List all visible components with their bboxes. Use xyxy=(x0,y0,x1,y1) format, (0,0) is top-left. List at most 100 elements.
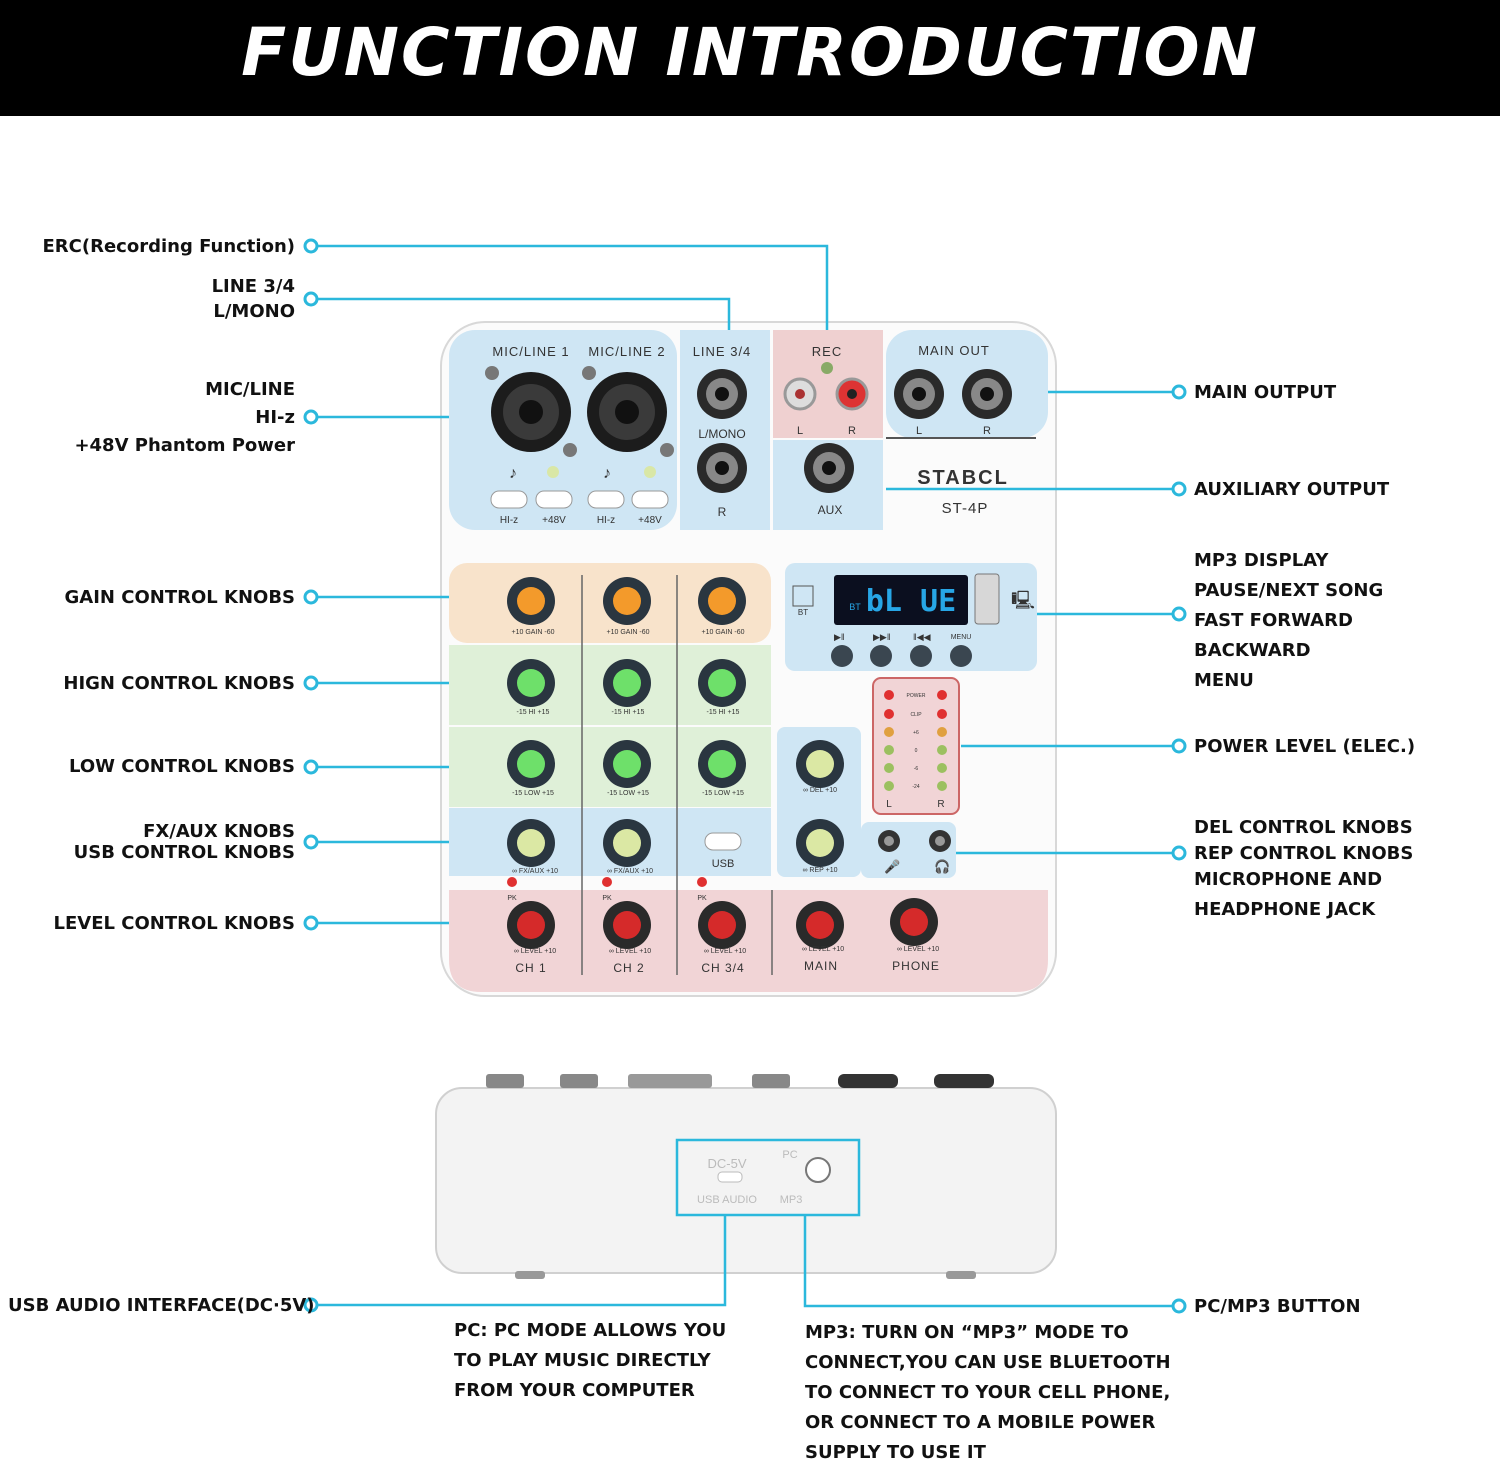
display-bt: BT xyxy=(849,602,861,612)
headphone-icon: 🎧 xyxy=(934,859,950,874)
label-low-ch2: -15 LOW +15 xyxy=(607,790,649,797)
pc-mp3-switch[interactable] xyxy=(805,1157,831,1183)
menu-button[interactable] xyxy=(950,645,972,667)
label-mic-line-1: MIC/LINE 1 xyxy=(492,344,569,359)
low-knob-ch34[interactable] xyxy=(698,740,746,788)
next-icon: ▶▶‖ xyxy=(873,632,891,642)
level-knob-main[interactable] xyxy=(796,901,844,949)
callout-main-output: MAIN OUTPUT xyxy=(1194,382,1337,403)
label-level-main: ∞ LEVEL +10 xyxy=(802,946,844,953)
callout-micline-1: MIC/LINE xyxy=(205,379,295,400)
callout-del-4: HEADPHONE JACK xyxy=(1194,899,1376,920)
note-pc-1: PC: PC MODE ALLOWS YOU xyxy=(454,1320,727,1341)
gain-knob-ch2[interactable] xyxy=(603,577,651,625)
hi-knob-ch2[interactable] xyxy=(603,659,651,707)
callout-del-1: DEL CONTROL KNOBS xyxy=(1194,817,1413,838)
phantom-button-2[interactable] xyxy=(631,490,669,509)
main-out-right-jack[interactable] xyxy=(962,369,1012,419)
guitar-icon: ♪ xyxy=(509,465,517,482)
label-pc: PC xyxy=(782,1149,797,1161)
label-pk-ch34: PK xyxy=(697,895,707,902)
fxaux-knob-ch2[interactable] xyxy=(603,819,651,867)
level-knob-ch34[interactable] xyxy=(698,901,746,949)
guitar-icon: ♪ xyxy=(603,465,611,482)
rec-rca-left[interactable] xyxy=(783,377,817,411)
line4-jack[interactable] xyxy=(697,443,747,493)
mixer-back xyxy=(435,1087,1057,1274)
fxaux-knob-ch1[interactable] xyxy=(507,819,555,867)
gain-knob-ch34[interactable] xyxy=(698,577,746,625)
brand-logo: STABCL xyxy=(917,467,1009,489)
note-pc-3: FROM YOUR COMPUTER xyxy=(454,1380,695,1401)
hiz-button-1[interactable] xyxy=(490,490,528,509)
hi-knob-ch1[interactable] xyxy=(507,659,555,707)
low-knob-ch1[interactable] xyxy=(507,740,555,788)
computer-icon: 🖳 xyxy=(1011,589,1035,610)
display-text: bL UE xyxy=(866,584,956,619)
page-title: FUNCTION INTRODUCTION xyxy=(241,14,1259,91)
label-line-r: R xyxy=(718,505,727,519)
rep-knob[interactable] xyxy=(796,819,844,867)
hi-knob-ch34[interactable] xyxy=(698,659,746,707)
callout-erc: ERC(Recording Function) xyxy=(42,236,295,257)
callout-micline: MIC/LINE HI-z +48V Phantom Power xyxy=(74,376,295,460)
next-button[interactable] xyxy=(870,645,892,667)
phantom-button-1[interactable] xyxy=(535,490,573,509)
bluetooth-icon xyxy=(792,585,814,607)
usb-button[interactable] xyxy=(704,832,742,851)
label-phone: PHONE xyxy=(892,959,940,973)
peak-led-ch2 xyxy=(602,877,612,887)
label-gain-ch2: +10 GAIN -60 xyxy=(607,629,650,636)
usb-port[interactable] xyxy=(974,573,1000,625)
xlr-combo-jack-2[interactable] xyxy=(587,372,667,452)
meter-plus6: +6 xyxy=(913,730,919,736)
meter-l: L xyxy=(886,799,892,810)
del-knob[interactable] xyxy=(796,740,844,788)
level-knob-ch1[interactable] xyxy=(507,901,555,949)
callout-line34-1: LINE 3/4 xyxy=(211,276,295,297)
meter-minus24: -24 xyxy=(912,784,919,790)
play-pause-button[interactable] xyxy=(831,645,853,667)
label-gain-ch1: +10 GAIN -60 xyxy=(512,629,555,636)
model-number: ST-4P xyxy=(942,500,989,517)
callout-pcmp3: PC/MP3 BUTTON xyxy=(1194,1296,1361,1317)
back-highlight xyxy=(675,1138,861,1217)
note-mp3-5: SUPPLY TO USE IT xyxy=(805,1442,986,1463)
label-aux: AUX xyxy=(818,503,843,517)
mic-jack[interactable] xyxy=(878,830,900,852)
label-main-r: R xyxy=(983,425,991,437)
xlr-combo-jack-1[interactable] xyxy=(491,372,571,452)
callout-mp3-2: PAUSE/NEXT SONG xyxy=(1194,580,1384,601)
label-rep: ∞ REP +10 xyxy=(802,867,837,874)
line3-jack[interactable] xyxy=(697,369,747,419)
level-knob-phone[interactable] xyxy=(890,898,938,946)
callout-line34-2: L/MONO xyxy=(213,301,295,322)
rec-rca-right[interactable] xyxy=(835,377,869,411)
label-hi-ch2: -15 HI +15 xyxy=(612,709,645,716)
label-mp3: MP3 xyxy=(780,1194,803,1206)
previous-button[interactable] xyxy=(910,645,932,667)
headphone-jack[interactable] xyxy=(929,830,951,852)
note-pc-2: TO PLAY MUSIC DIRECTLY xyxy=(454,1350,711,1371)
callout-aux-output: AUXILIARY OUTPUT xyxy=(1194,479,1390,500)
aux-jack[interactable] xyxy=(804,443,854,493)
label-ch34: CH 3/4 xyxy=(701,961,744,975)
callout-del-2: REP CONTROL KNOBS xyxy=(1194,843,1414,864)
callout-gain: GAIN CONTROL KNOBS xyxy=(64,587,295,608)
gain-knob-ch1[interactable] xyxy=(507,577,555,625)
label-rec-l: L xyxy=(797,425,803,437)
level-knob-ch2[interactable] xyxy=(603,901,651,949)
main-out-left-jack[interactable] xyxy=(894,369,944,419)
low-knob-ch2[interactable] xyxy=(603,740,651,788)
callout-dots xyxy=(303,238,1187,1314)
usb-c-port[interactable] xyxy=(717,1171,743,1183)
note-mp3: MP3: TURN ON “MP3” MODE TO CONNECT,YOU C… xyxy=(805,1318,1171,1468)
note-mp3-4: OR CONNECT TO A MOBILE POWER xyxy=(805,1412,1156,1433)
callout-del-3: MICROPHONE AND xyxy=(1194,869,1383,890)
label-hi-ch1: -15 HI +15 xyxy=(517,709,550,716)
callout-usb-audio: USB AUDIO INTERFACE(DC·5V) xyxy=(8,1295,315,1316)
label-main: MAIN xyxy=(804,959,838,973)
label-48v-2: +48V xyxy=(638,515,662,526)
hiz-button-2[interactable] xyxy=(587,490,625,509)
